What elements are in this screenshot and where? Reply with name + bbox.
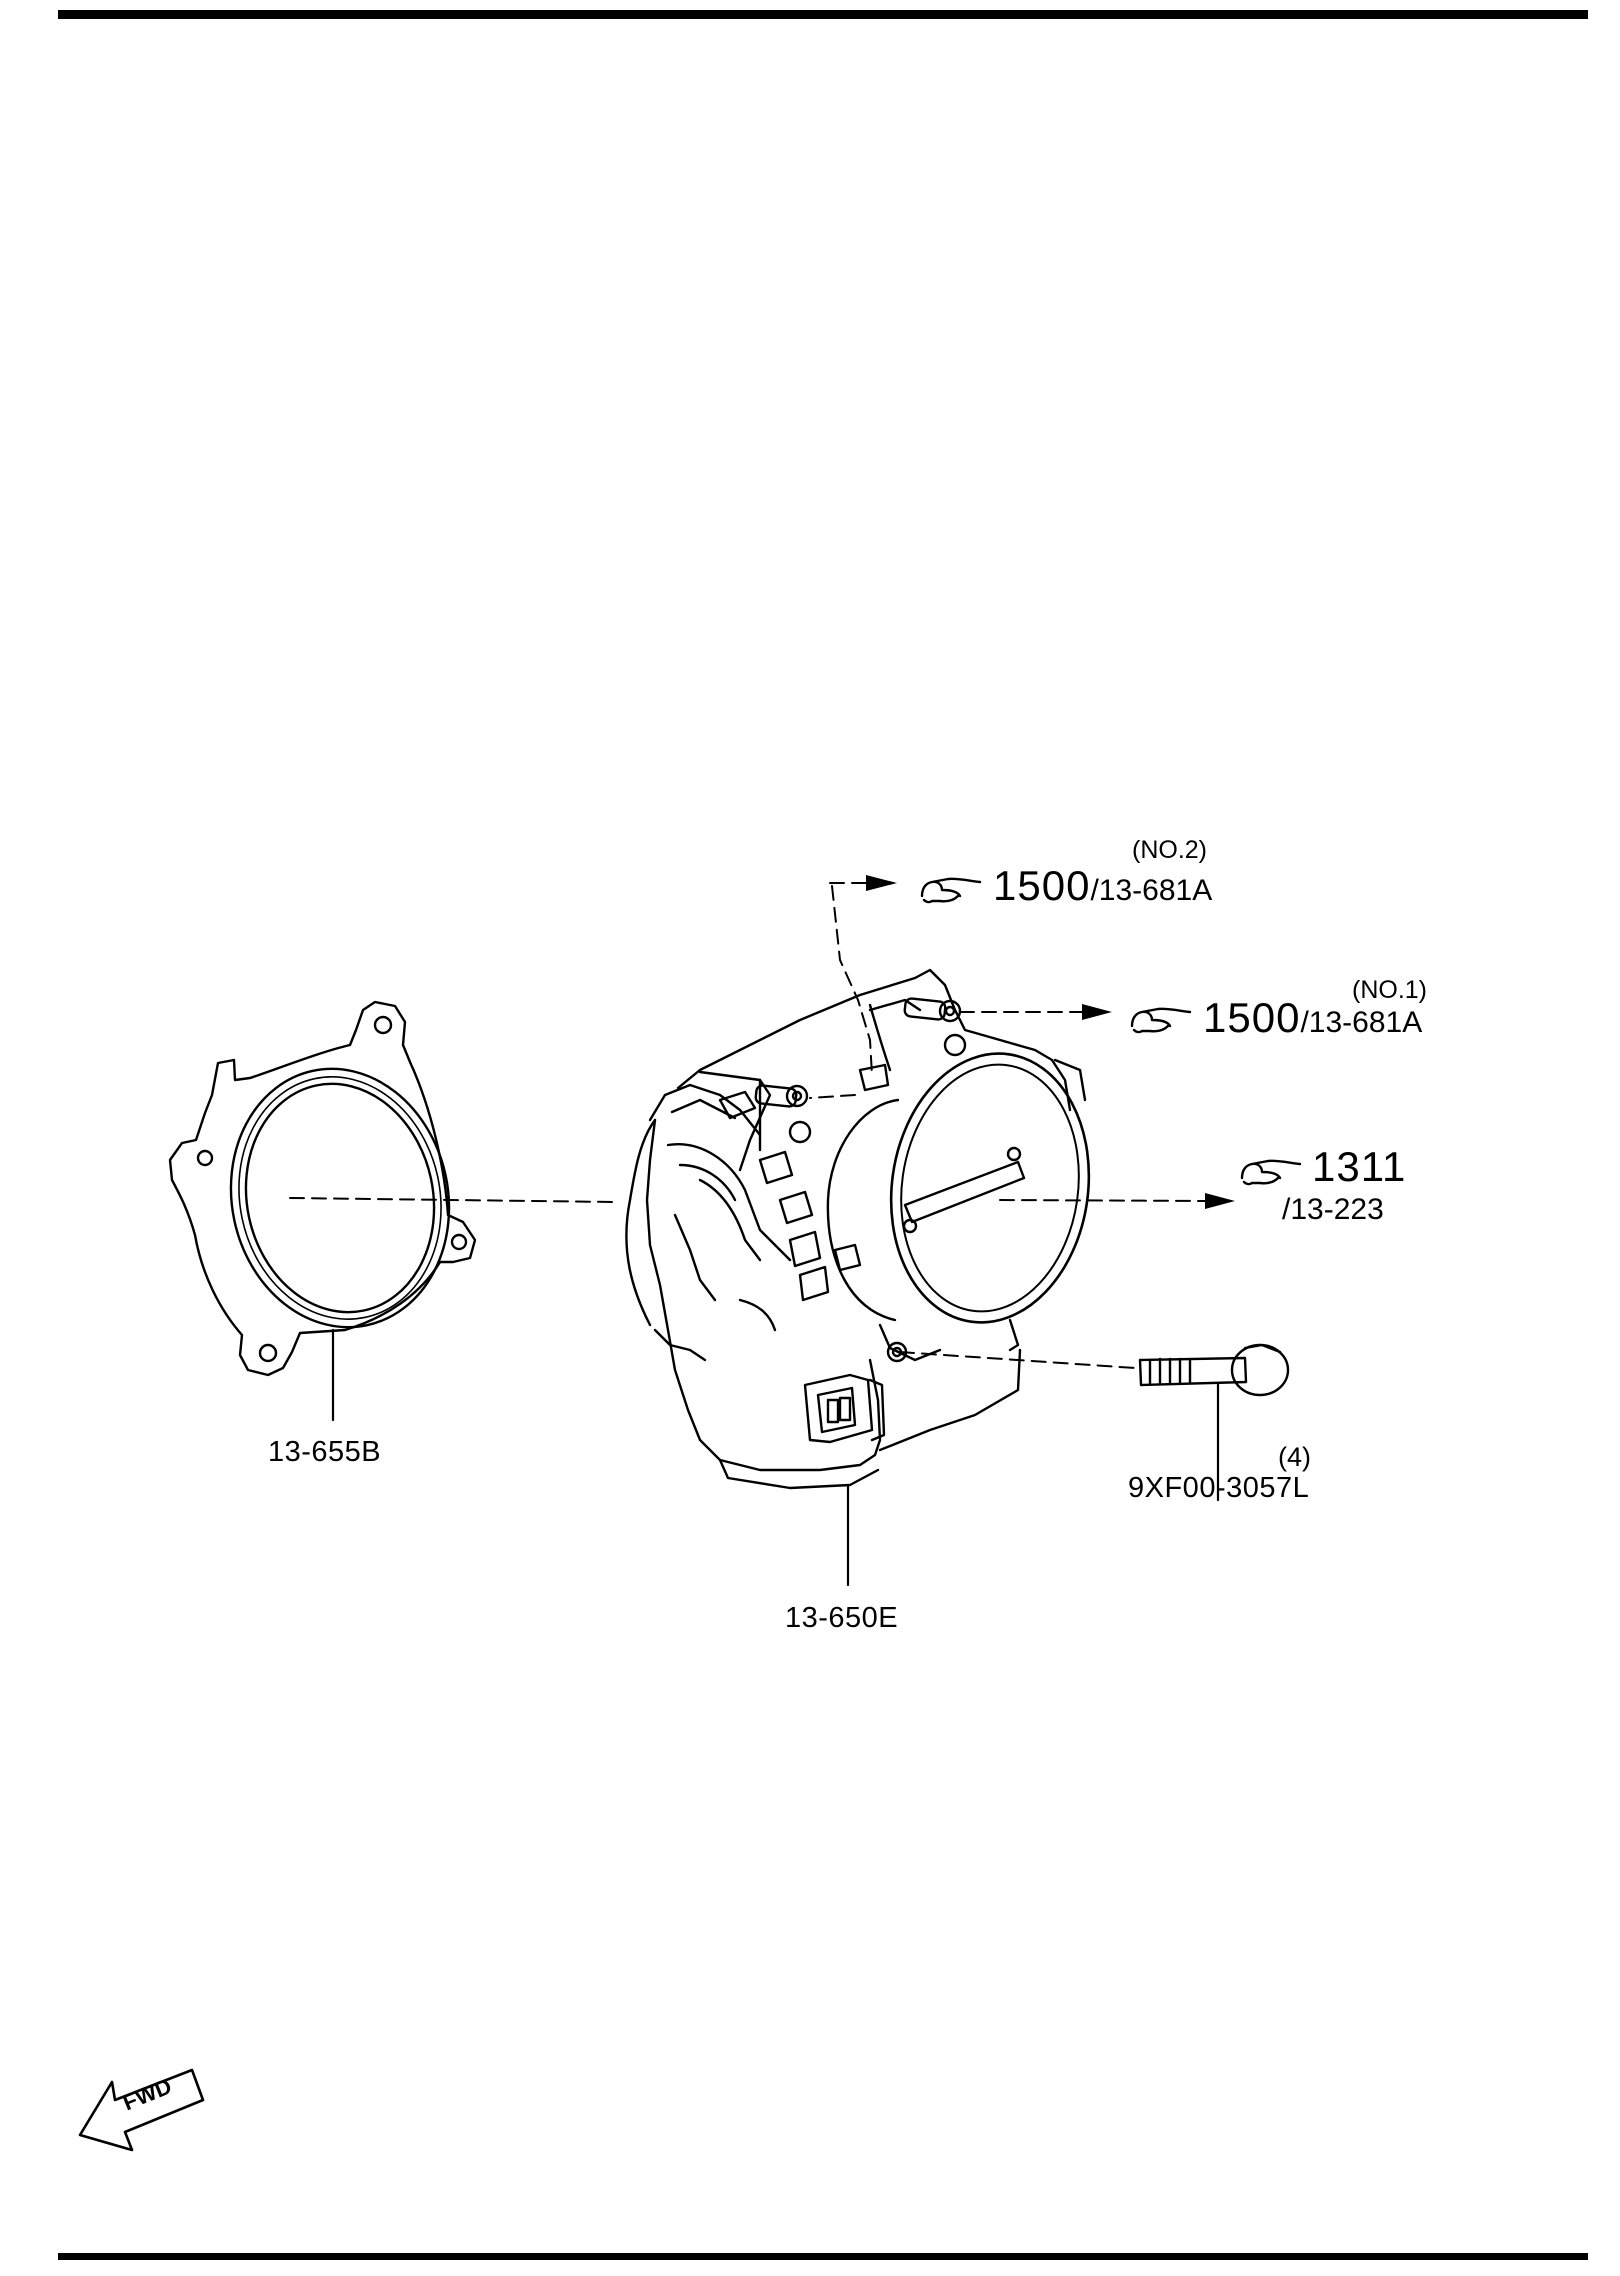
reference-note-no2: (NO.2): [1132, 836, 1207, 864]
reference-no1[interactable]: 1500 / 13-681A: [1203, 994, 1422, 1042]
throttle-body: [625, 968, 1091, 1587]
reference-note-no1: (NO.1): [1352, 976, 1427, 1004]
bolt: [1138, 1343, 1290, 1502]
alignment-lines: [289, 882, 1211, 1369]
fwd-arrow-icon: [78, 2068, 205, 2152]
pointing-hand-icon: [1240, 1159, 1302, 1186]
part-label-gasket: 13-655B: [268, 1436, 382, 1468]
reference-section-no1: 13-681A: [1308, 1006, 1423, 1039]
reference-page-intake[interactable]: 1311: [1312, 1143, 1407, 1190]
reference-page-no1: 1500: [1203, 994, 1301, 1041]
arrowheads: [866, 875, 1235, 1209]
top-border-rule: [58, 10, 1588, 19]
reference-page-no2: 1500: [993, 862, 1091, 909]
pointing-hand-icon: [1130, 1007, 1192, 1034]
reference-no2[interactable]: 1500 / 13-681A: [993, 862, 1212, 910]
part-quantity-bolt: (4): [1278, 1442, 1311, 1472]
pointing-hand-icon: [920, 877, 982, 904]
part-label-throttle-body: 13-650E: [785, 1602, 899, 1634]
part-label-bolt: 9XF00-3057L: [1128, 1472, 1310, 1504]
reference-section-intake[interactable]: /13-223: [1282, 1193, 1384, 1226]
reference-section-no2: 13-681A: [1098, 874, 1213, 907]
reference-separator-no2: /: [1090, 874, 1099, 907]
bottom-border-rule: [58, 2253, 1588, 2260]
gasket: [168, 1000, 477, 1422]
reference-separator-no1: /: [1300, 1006, 1309, 1039]
